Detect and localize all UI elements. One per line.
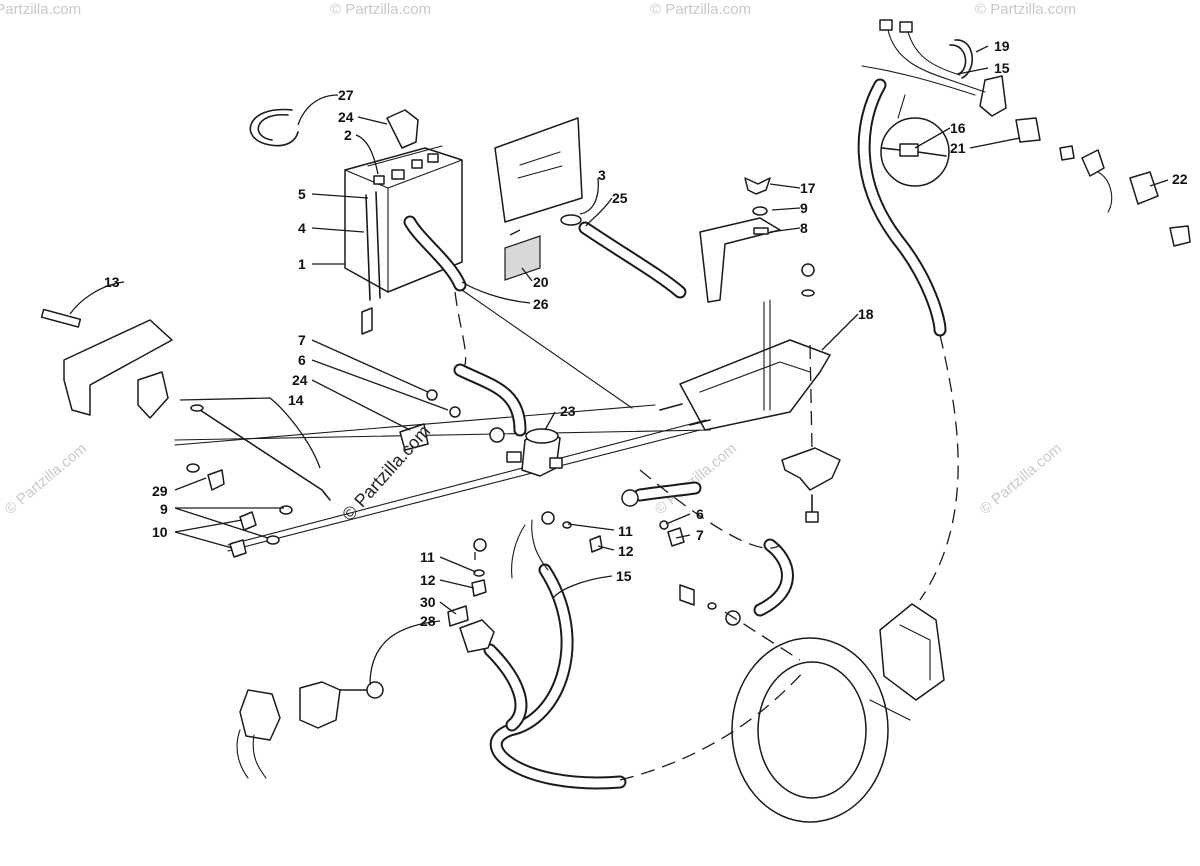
watermark-tile: © Partzilla.com [975,1,1076,18]
key-switch [236,681,341,779]
callout-29: 29 [152,483,168,499]
harness-connectors [861,19,986,96]
callout-25: 25 [612,190,628,206]
callout-19: 19 [994,38,1010,54]
callout-6-right: 6 [696,506,704,522]
battery-tray [679,263,831,431]
watermark-tile: © Partzilla.com [977,440,1065,518]
cable-band [249,108,299,147]
callout-28: 28 [420,613,436,629]
battery-cables [403,78,947,790]
callout-15-bottom: 15 [616,568,632,584]
tray-mount [781,447,841,523]
battery-bracket [699,217,781,303]
rod-bracket [40,308,331,501]
callout-labels: 27 24 2 3 25 5 4 1 20 26 17 9 8 18 19 15… [104,38,1188,629]
callout-12-left: 12 [420,572,436,588]
callout-13: 13 [104,274,120,290]
wing-nut [744,177,771,216]
callout-11-left: 11 [420,549,435,565]
leader-lines [69,45,1169,686]
solenoid-hardware [399,389,717,610]
battery-shield [494,117,583,223]
dimmer-switch [979,75,1191,247]
callout-9-left: 9 [160,501,168,517]
frame-rods [174,289,711,552]
watermark-tile: © Partzilla.com [0,1,81,18]
callout-16: 16 [950,120,966,136]
callout-6-left: 6 [298,352,306,368]
callout-12-right: 12 [618,543,634,559]
callout-15-top: 15 [994,60,1010,76]
callout-24-mid: 24 [292,372,308,388]
callout-24-top: 24 [338,109,354,125]
bolts [339,403,711,699]
watermark-tile: © Partzilla.com [330,1,431,18]
headlight-ring [731,603,945,823]
callout-18: 18 [858,306,874,322]
callout-9-top: 9 [800,200,808,216]
callout-2: 2 [344,127,352,143]
callout-10: 10 [152,524,168,540]
terminal-cap-top [386,109,419,149]
callout-11-right: 11 [618,523,633,539]
callout-5: 5 [298,186,306,202]
callout-4: 4 [298,220,306,236]
callout-20: 20 [533,274,549,290]
callout-30: 30 [420,594,436,610]
callout-23: 23 [560,403,576,419]
starter-solenoid [506,428,563,477]
left-hardware [186,463,293,558]
callout-22: 22 [1172,171,1188,187]
callout-1: 1 [298,256,306,272]
callout-7-right: 7 [696,527,704,543]
watermark-tile: © Partzilla.com [2,440,90,518]
callout-14: 14 [288,392,304,408]
callout-8: 8 [800,220,808,236]
callout-21: 21 [950,140,966,156]
detail-fuse [880,94,950,187]
callout-7-left: 7 [298,332,306,348]
callout-27: 27 [338,87,354,103]
routing-lines [454,229,959,781]
wire-clip [949,39,974,79]
callout-3: 3 [598,167,606,183]
callout-26: 26 [533,296,549,312]
callout-17: 17 [800,180,816,196]
watermark-tile: © Partzilla.com [650,1,751,18]
